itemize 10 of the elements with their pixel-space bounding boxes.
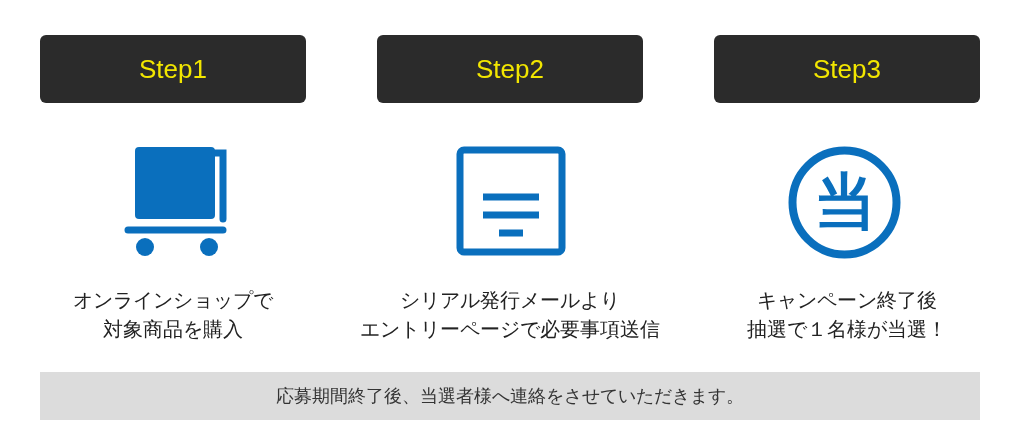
step-header: Step2: [377, 35, 643, 103]
notice-band: 応募期間終了後、当選者様へ連絡をさせていただきます。: [40, 372, 980, 420]
step-description: 抽選で１名様が当選！: [746, 316, 948, 343]
step-description: エントリーページで必要事項送信: [360, 316, 660, 343]
step-description: オンラインショップで: [72, 287, 274, 314]
step-header: Step1: [40, 35, 306, 103]
step-header: Step3: [714, 35, 980, 103]
step-description: キャンペーン終了後: [756, 287, 938, 314]
step-description: シリアル発行メールより: [399, 287, 621, 314]
step-description: 対象商品を購入: [102, 316, 244, 343]
